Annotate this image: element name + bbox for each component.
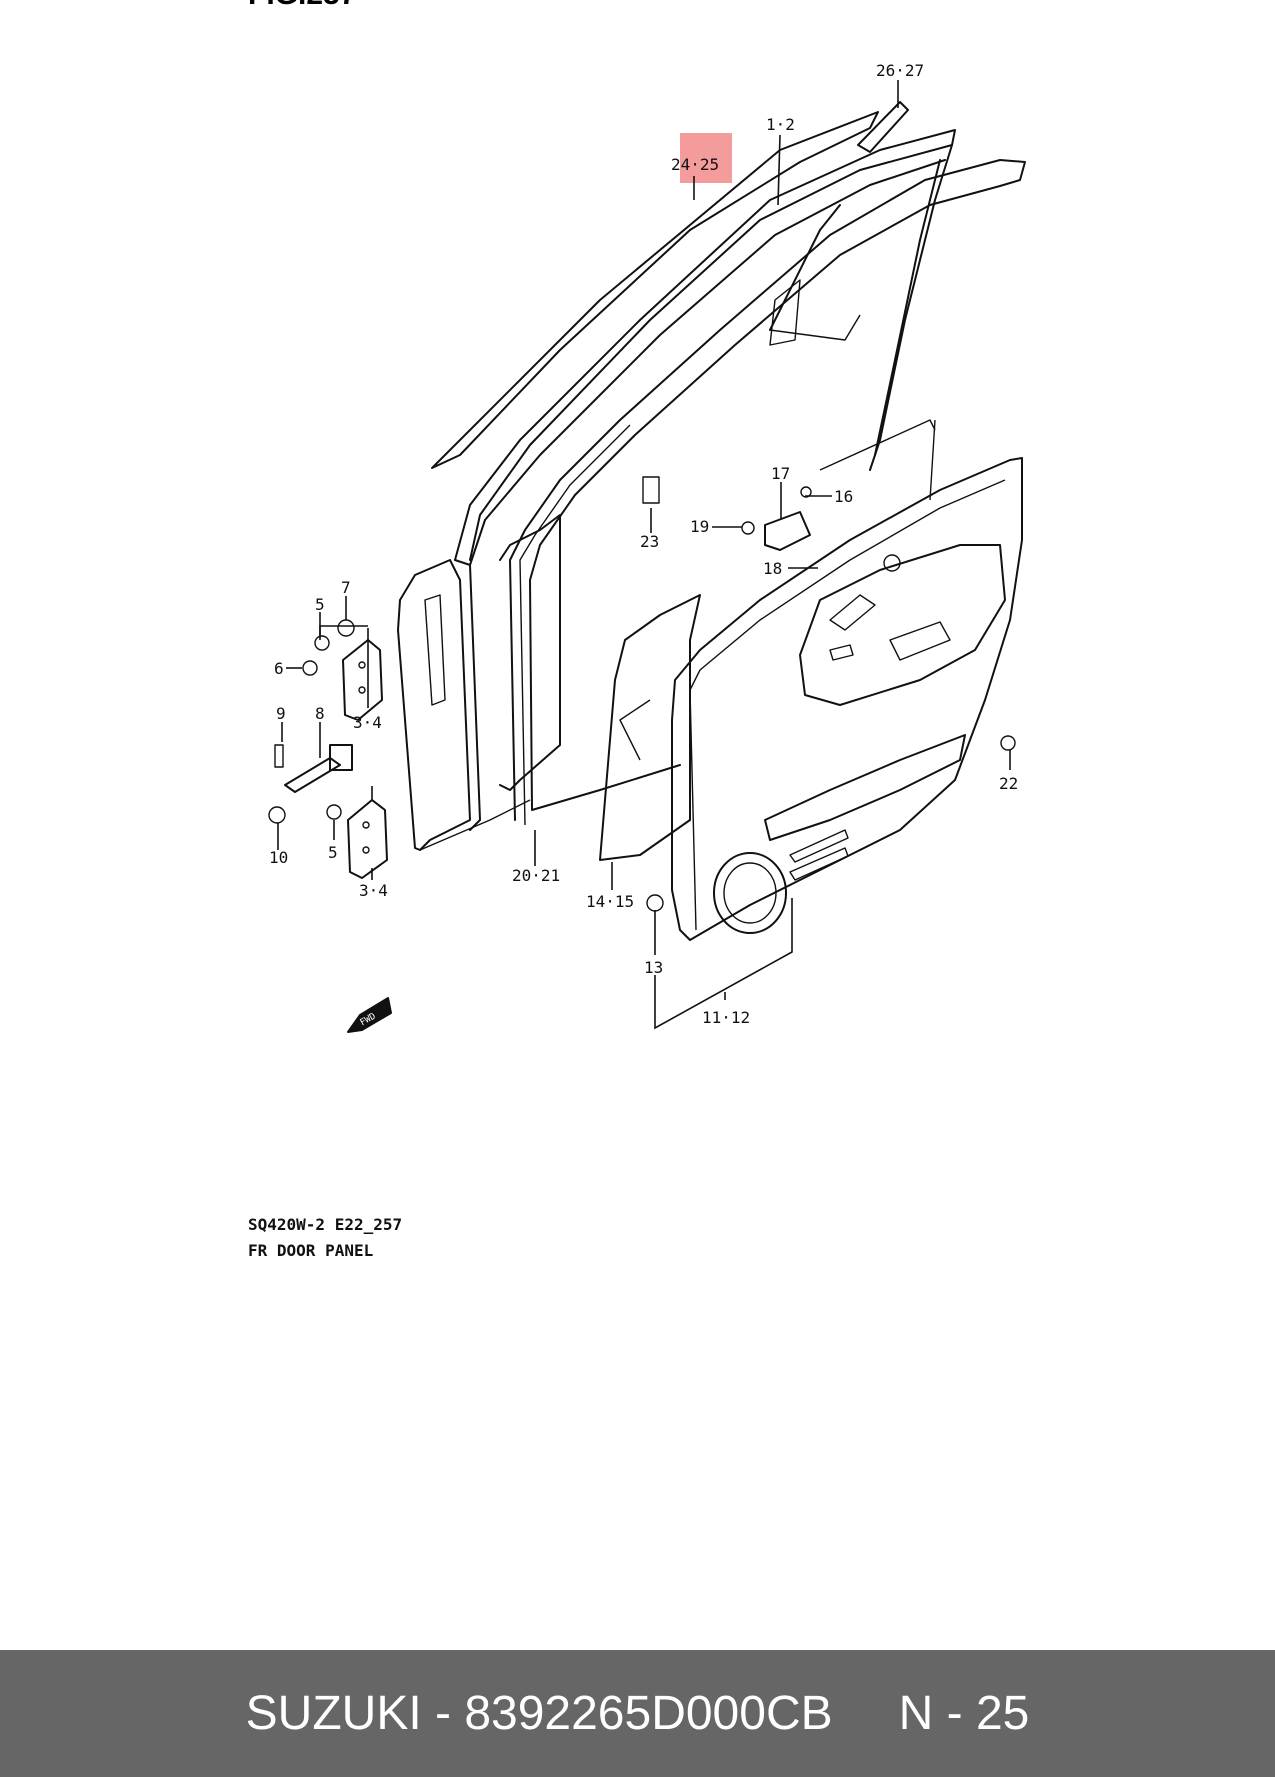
door-panel-diagram: FWD 26·27 1·2 24·25 17 16 19 23 18 5 7 6… xyxy=(268,61,1026,1033)
callout-9: 9 xyxy=(276,704,286,723)
callout-22: 22 xyxy=(999,774,1018,793)
caption-title: FR DOOR PANEL xyxy=(248,1241,374,1260)
callout-10: 10 xyxy=(269,848,288,867)
callout-7: 7 xyxy=(341,578,351,597)
callout-11-12: 11·12 xyxy=(702,1008,750,1027)
callout-5-upper: 5 xyxy=(315,595,325,614)
inside-handle-bracket xyxy=(764,511,811,551)
callout-24-25: 24·25 xyxy=(671,155,719,174)
door-check xyxy=(284,744,353,793)
callout-1-2: 1·2 xyxy=(766,115,795,134)
callout-3-4-lower: 3·4 xyxy=(359,881,388,900)
bolts xyxy=(268,476,1016,912)
position-code: N - 25 xyxy=(898,1687,1030,1740)
weatherstrip xyxy=(509,159,1026,826)
figure-label: FIG.257 xyxy=(248,0,356,12)
upper-hinge xyxy=(342,639,383,721)
callout-16: 16 xyxy=(834,487,853,506)
waterproof-screen xyxy=(599,594,701,861)
callout-labels: 26·27 1·2 24·25 17 16 19 23 18 5 7 6 3·4… xyxy=(269,61,1018,1027)
door-trim-panel xyxy=(671,457,1023,941)
callout-3-4-upper: 3·4 xyxy=(353,713,382,732)
callout-19: 19 xyxy=(690,517,709,536)
callout-26-27: 26·27 xyxy=(876,61,924,80)
callout-20-21: 20·21 xyxy=(512,866,560,885)
part-footer-bar: SUZUKI - 8392265D000CB N - 25 xyxy=(0,1650,1275,1777)
callout-18: 18 xyxy=(763,559,782,578)
callout-14-15: 14·15 xyxy=(586,892,634,911)
door-frame xyxy=(454,129,956,566)
caption-code: SQ420W-2 E22_257 xyxy=(248,1215,403,1234)
callout-23: 23 xyxy=(640,532,659,551)
callout-8: 8 xyxy=(315,704,325,723)
door-shell xyxy=(397,419,936,851)
diagram-caption: SQ420W-2 E22_257 FR DOOR PANEL xyxy=(248,1212,402,1264)
callout-5-lower: 5 xyxy=(328,843,338,862)
callout-17: 17 xyxy=(771,464,790,483)
window-molding xyxy=(431,111,879,469)
highlight-box xyxy=(680,133,732,183)
callout-13: 13 xyxy=(644,958,663,977)
part-number: SUZUKI - 8392265D000CB xyxy=(245,1687,833,1740)
rear-molding xyxy=(857,101,909,153)
forward-arrow: FWD xyxy=(347,997,392,1033)
lower-hinge xyxy=(347,799,388,879)
leader-lines xyxy=(277,80,1011,1030)
callout-6: 6 xyxy=(274,659,284,678)
